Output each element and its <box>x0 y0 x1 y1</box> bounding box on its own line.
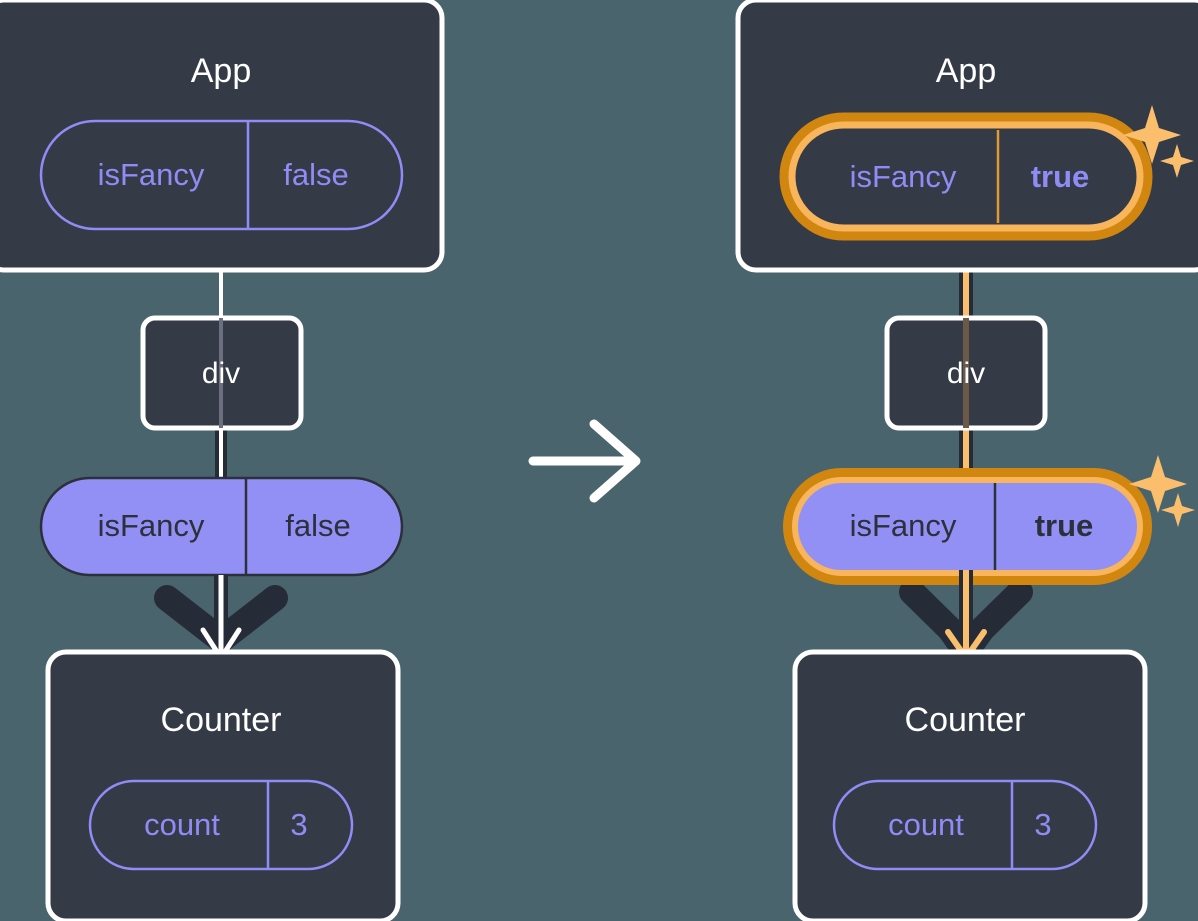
transition-arrow <box>528 419 641 503</box>
pill-key: isFancy <box>98 508 205 543</box>
pill-key: isFancy <box>850 508 957 543</box>
sparkle-app-pill-icon <box>1123 105 1194 178</box>
sparkle-prop-pill-icon <box>1129 455 1195 527</box>
pill-outline <box>39 119 404 231</box>
app-card-before: App isFancy false <box>0 0 445 273</box>
div-node-label: div <box>202 357 240 390</box>
panel-after: App isFancy true div <box>735 0 1198 921</box>
pill-value: 3 <box>1034 807 1051 842</box>
prop-pill-before[interactable]: isFancy false <box>39 476 404 577</box>
pill-highlight-inner-ring <box>788 121 1144 232</box>
counter-card-surface <box>45 649 401 921</box>
div-node-before: div <box>140 315 304 431</box>
pill-value: false <box>285 508 350 543</box>
arrow-right-icon-head <box>589 419 641 503</box>
pill-value: 3 <box>290 807 307 842</box>
pill-outline <box>88 779 354 871</box>
app-card-after: App isFancy true <box>735 0 1198 273</box>
app-card-title: App <box>191 52 252 90</box>
pill-key: count <box>888 807 964 842</box>
counter-card-before: Counter count 3 <box>45 649 401 921</box>
pill-value: true <box>1035 508 1094 543</box>
counter-state-pill-before[interactable]: count 3 <box>88 779 354 871</box>
prop-fan-arrows-before <box>154 585 288 653</box>
app-card-surface <box>0 0 445 273</box>
app-state-pill-before[interactable]: isFancy false <box>39 119 404 231</box>
counter-state-pill-after[interactable]: count 3 <box>832 779 1098 871</box>
pill-value: false <box>283 157 348 192</box>
prop-pill-after[interactable]: isFancy true <box>783 468 1152 585</box>
pill-key: count <box>144 807 220 842</box>
pill-key: isFancy <box>850 159 957 194</box>
counter-card-title: Counter <box>161 701 282 739</box>
div-node-after: div <box>884 315 1048 431</box>
counter-card-surface <box>792 649 1148 921</box>
div-node-label: div <box>947 357 985 390</box>
app-card-title: App <box>936 52 997 90</box>
prop-fan-arrows-after <box>899 579 1033 658</box>
panel-before: App isFancy false div isFa <box>0 0 445 921</box>
pill-key: isFancy <box>98 157 205 192</box>
counter-card-after: Counter count 3 <box>792 649 1148 921</box>
pill-value: true <box>1031 159 1090 194</box>
counter-card-title: Counter <box>905 701 1026 739</box>
app-state-pill-after[interactable]: isFancy true <box>779 112 1153 241</box>
pill-outline <box>832 779 1098 871</box>
